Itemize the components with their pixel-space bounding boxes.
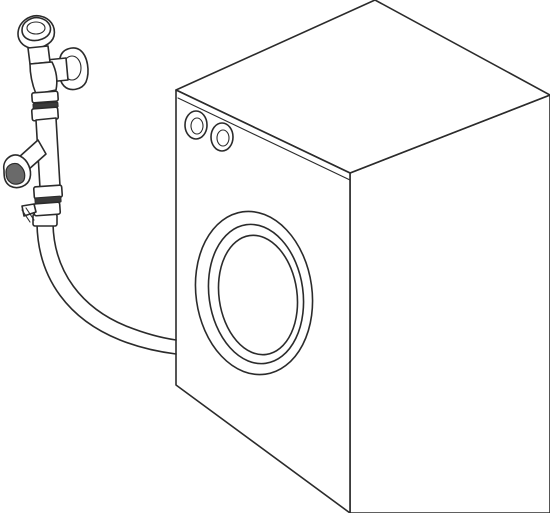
drain-lever-stem-2 [25, 207, 35, 221]
valve-handle-top [21, 16, 52, 42]
valve-body [29, 61, 58, 95]
door-middle-ring [207, 223, 305, 365]
hose-outer-wall [36, 223, 177, 355]
left-knob-inner [190, 117, 204, 135]
filter-cap-ribs [5, 162, 26, 185]
right-knob-icon[interactable] [210, 122, 234, 152]
valve-nut-upper [31, 90, 59, 104]
door-outer-ring[interactable] [185, 204, 323, 383]
valve-handle-cap [26, 21, 46, 35]
machine-front-top-edge [177, 97, 351, 181]
hose-inner-wall [52, 223, 177, 341]
outlet-nut [32, 201, 62, 217]
door-glass [217, 234, 299, 356]
left-knob-icon[interactable] [184, 110, 208, 140]
control-knobs [184, 110, 234, 152]
inlet-hose [32, 213, 177, 355]
water-tap [2, 14, 89, 223]
drain-lever-stem [21, 209, 31, 223]
machine-door [185, 204, 323, 383]
valve-stem [27, 45, 51, 65]
right-knob-inner [216, 129, 230, 147]
washing-machine [175, 0, 550, 513]
